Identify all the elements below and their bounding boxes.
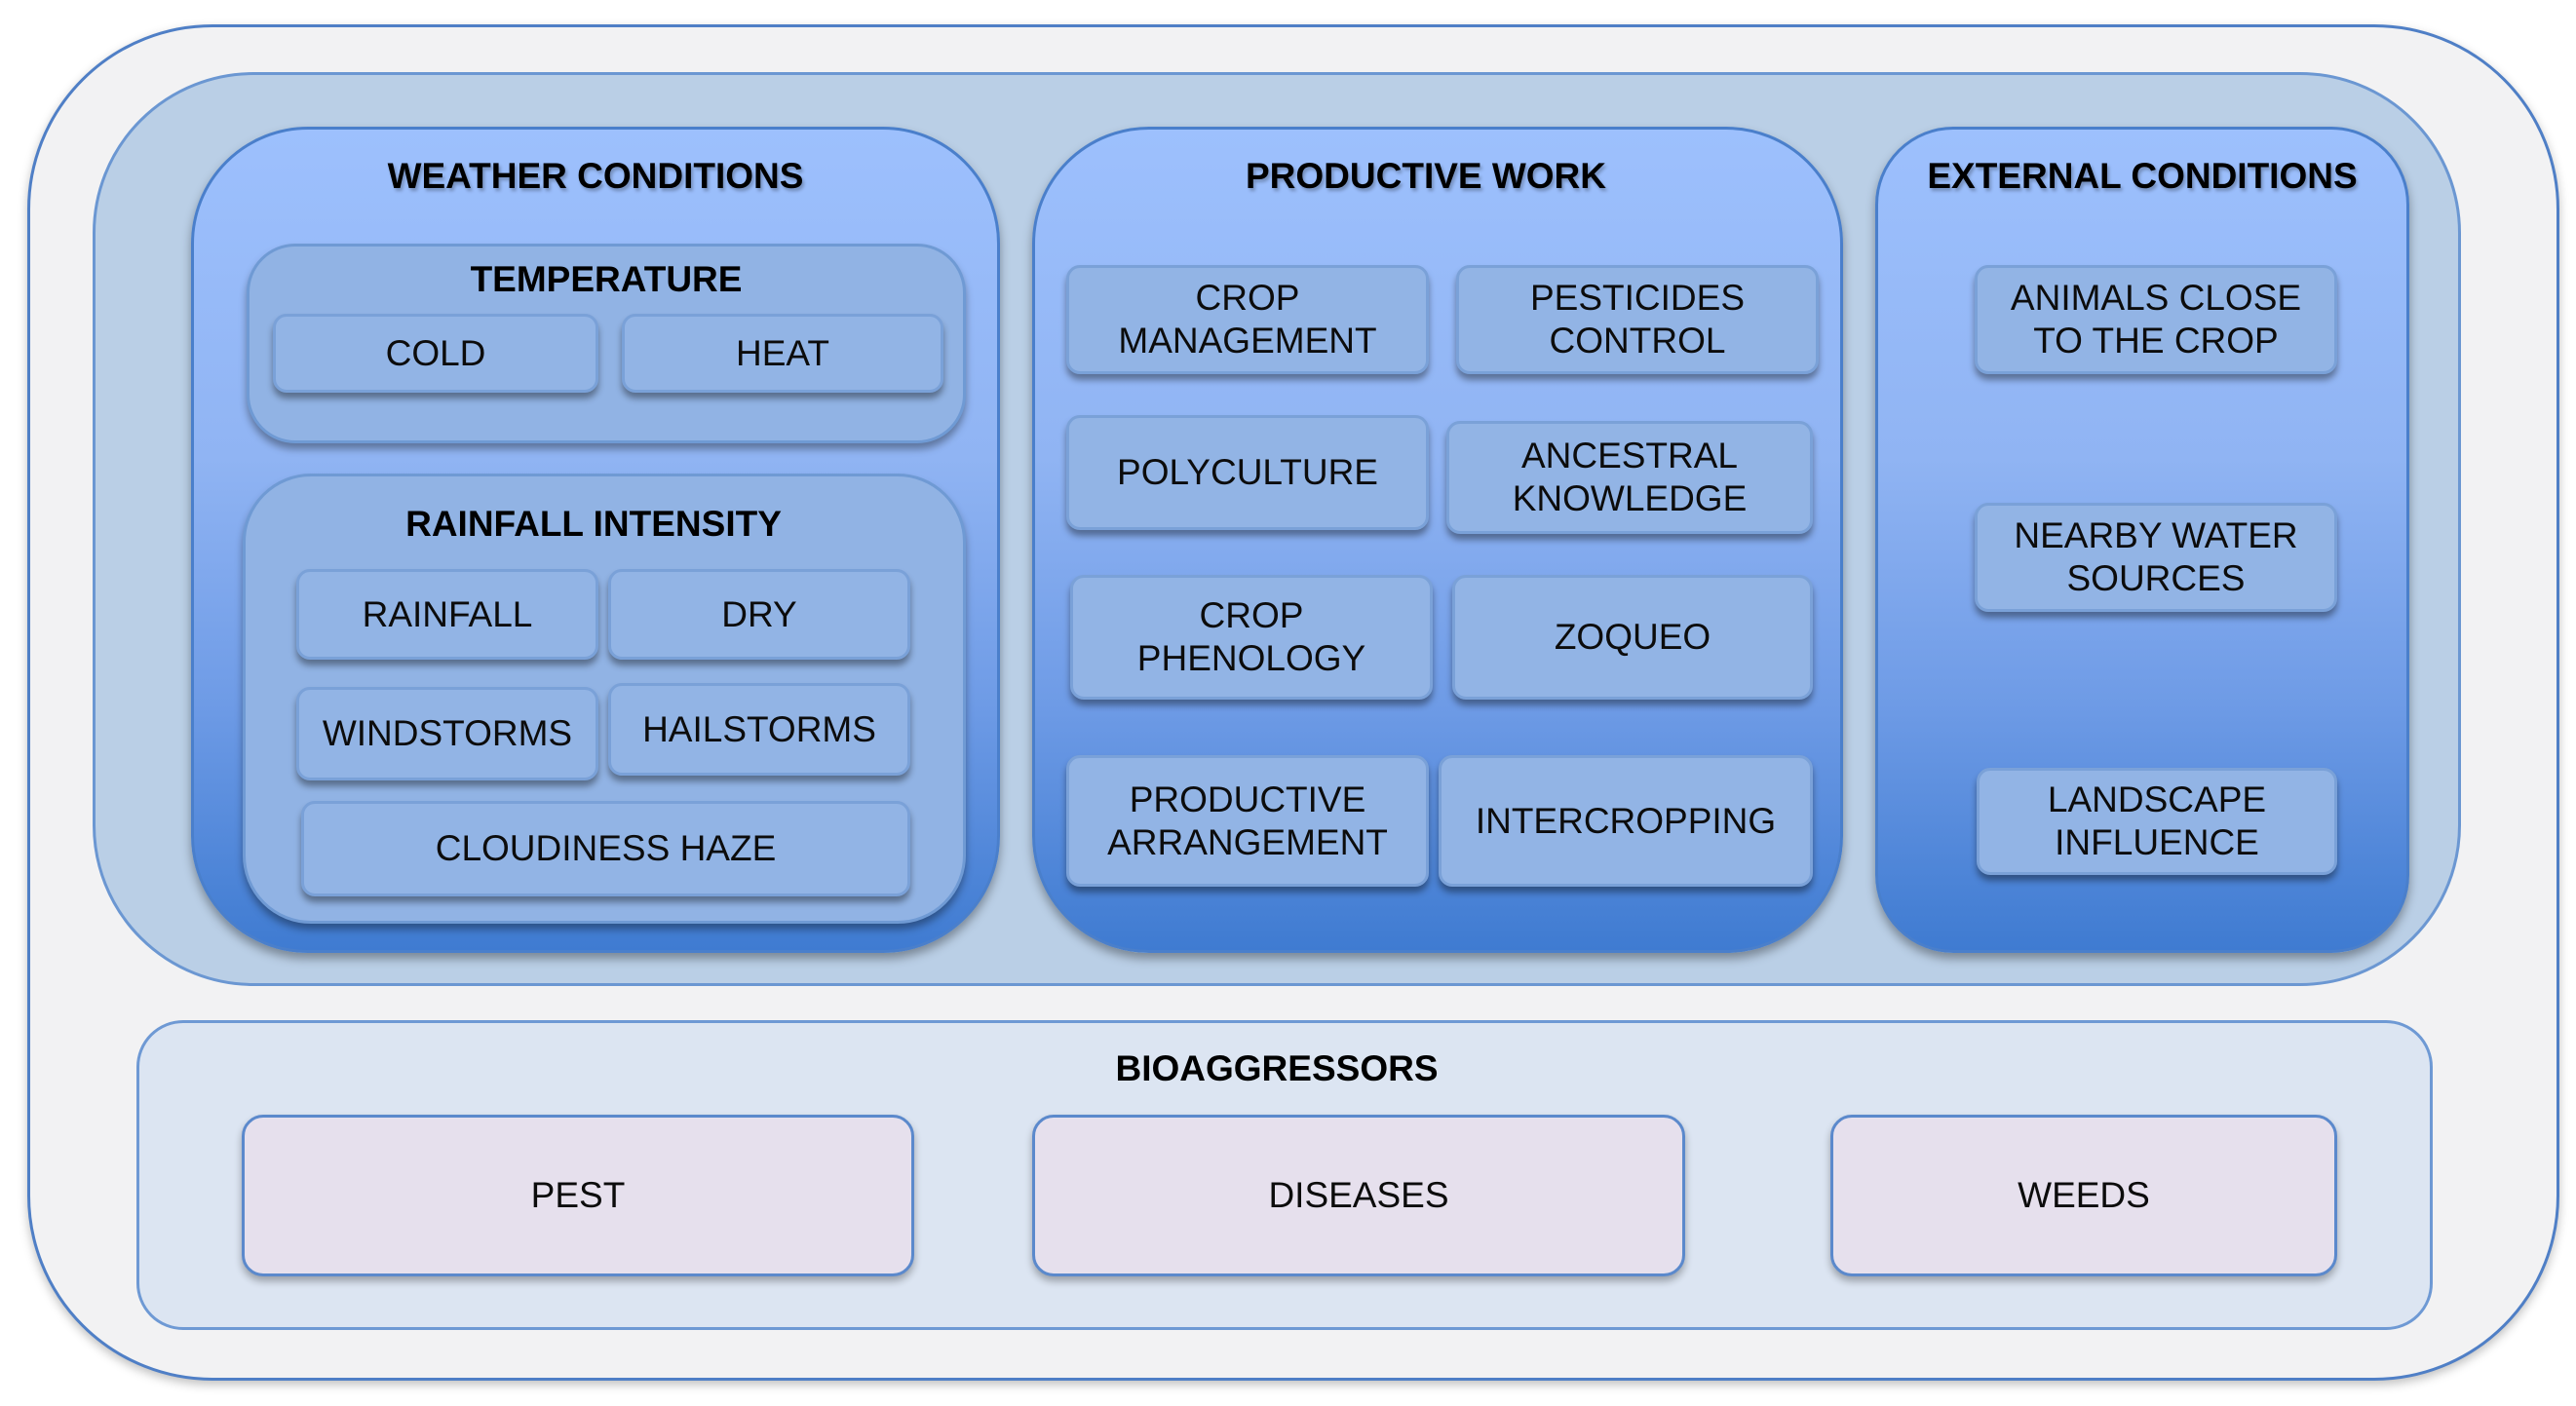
productive-item-pesticides-control: PESTICIDES CONTROL [1456, 265, 1819, 374]
external-conditions-title: EXTERNAL CONDITIONS [1927, 156, 2358, 196]
weather-conditions-title: WEATHER CONDITIONS [387, 156, 804, 196]
temperature-item-heat: HEAT [622, 314, 943, 393]
productive-work-title: PRODUCTIVE WORK [1246, 156, 1606, 196]
external-item-animals-close-to-the-crop: ANIMALS CLOSE TO THE CROP [1975, 265, 2337, 374]
rainfall-item-rainfall: RAINFALL [296, 569, 598, 660]
rainfall-item-cloudiness-haze: CLOUDINESS HAZE [301, 801, 910, 896]
rainfall-intensity-title: RAINFALL INTENSITY [405, 504, 782, 544]
productive-item-intercropping: INTERCROPPING [1439, 755, 1813, 887]
bioaggressor-item-diseases: DISEASES [1032, 1115, 1685, 1276]
rainfall-item-hailstorms: HAILSTORMS [608, 683, 910, 776]
productive-item-crop-phenology: CROP PHENOLOGY [1070, 575, 1433, 700]
rainfall-item-windstorms: WINDSTORMS [296, 687, 598, 780]
productive-item-zoqueo: ZOQUEO [1452, 575, 1813, 700]
bioaggressors-title: BIOAGGRESSORS [1115, 1048, 1439, 1088]
bioaggressor-item-pest: PEST [242, 1115, 914, 1276]
productive-item-crop-management: CROP MANAGEMENT [1066, 265, 1429, 374]
productive-item-polyculture: POLYCULTURE [1066, 415, 1429, 530]
temperature-title: TEMPERATURE [470, 259, 743, 299]
productive-item-productive-arrangement: PRODUCTIVE ARRANGEMENT [1066, 755, 1429, 887]
external-item-nearby-water-sources: NEARBY WATER SOURCES [1975, 503, 2337, 612]
bioaggressor-item-weeds: WEEDS [1830, 1115, 2337, 1276]
rainfall-item-dry: DRY [608, 569, 910, 660]
temperature-item-cold: COLD [273, 314, 598, 393]
external-item-landscape-influence: LANDSCAPE INFLUENCE [1977, 768, 2337, 875]
productive-item-ancestral-knowledge: ANCESTRAL KNOWLEDGE [1446, 421, 1813, 534]
